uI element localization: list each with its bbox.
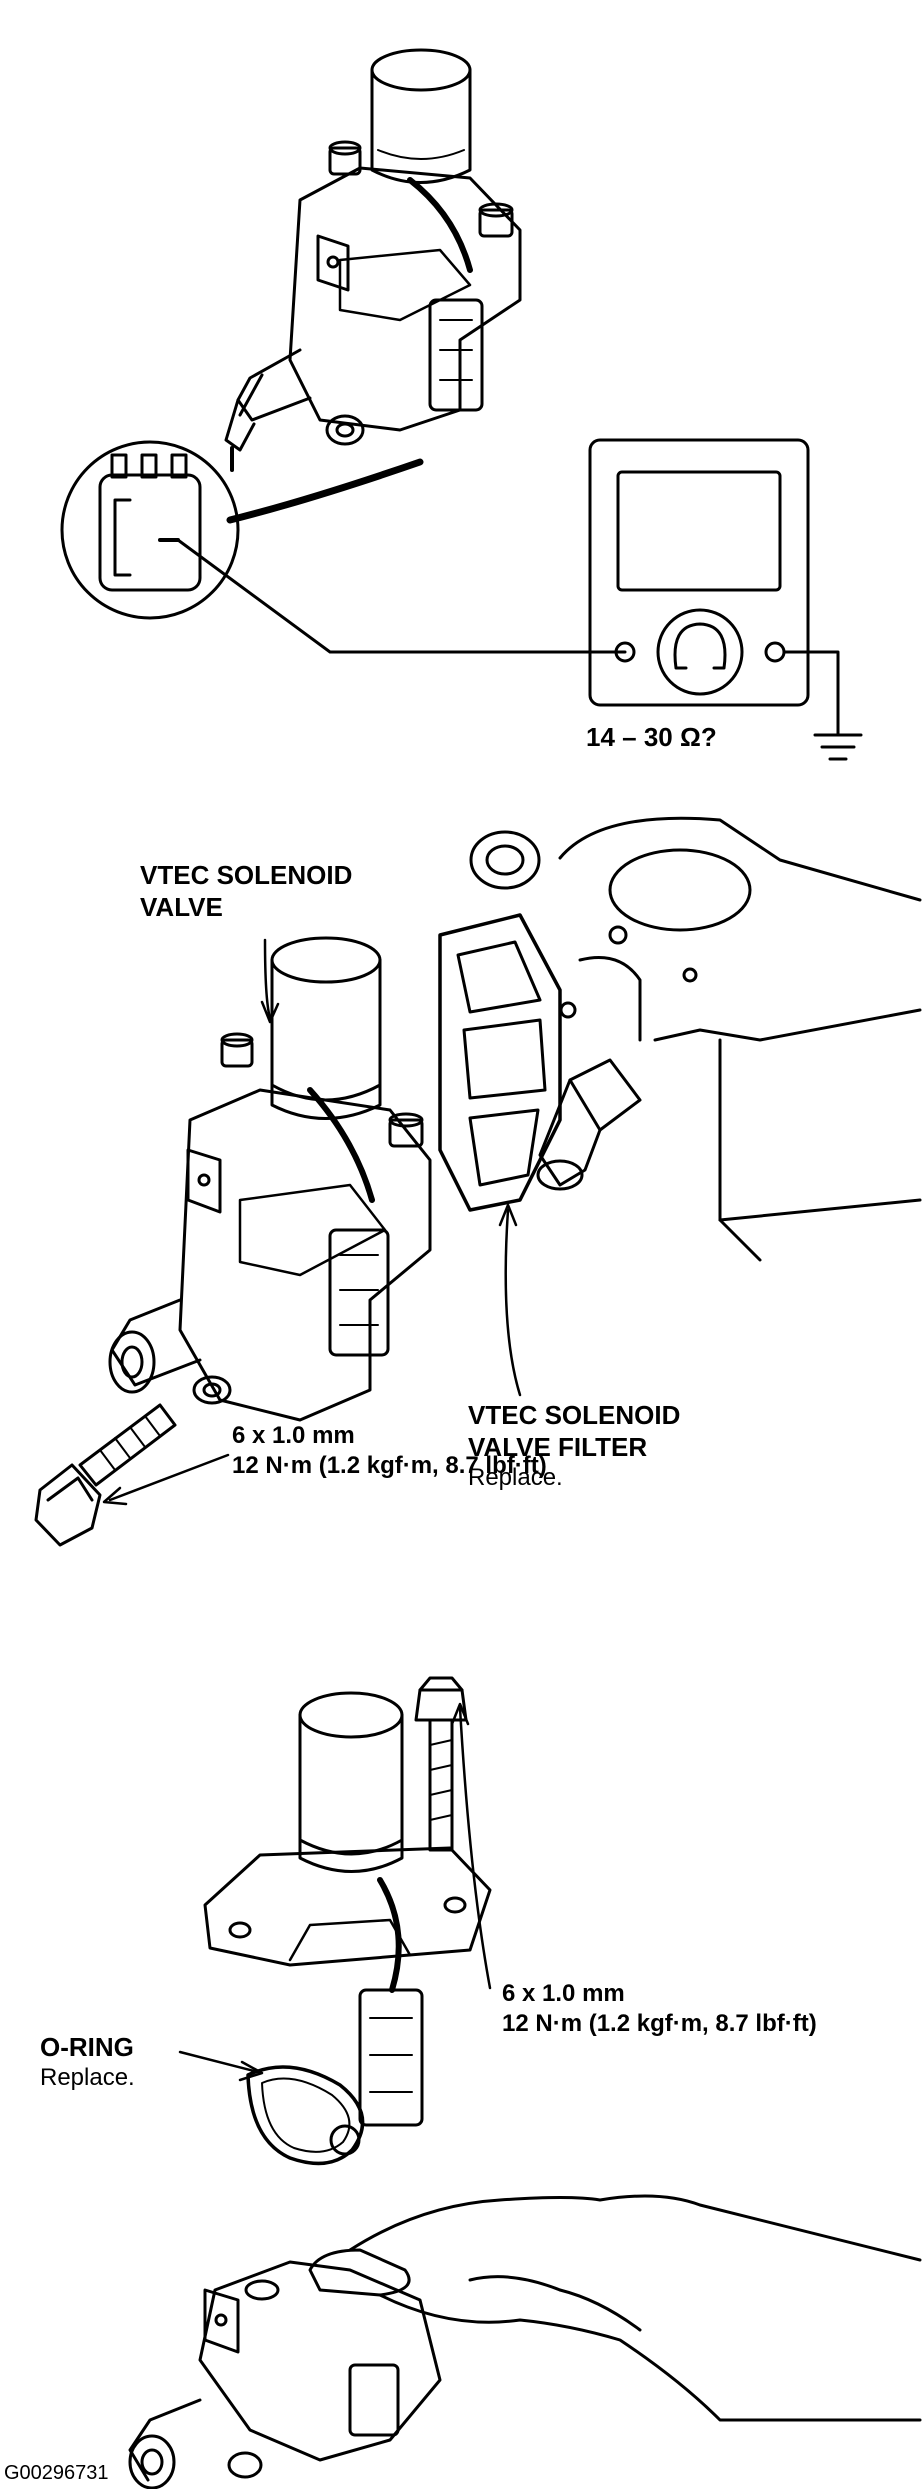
panel-2-leaders xyxy=(102,938,522,1506)
panel-3-leaders xyxy=(178,1702,492,2082)
filter-replace-note: Replace. xyxy=(468,1464,563,1491)
o-ring-replace-note: Replace. xyxy=(40,2064,135,2091)
filter-label-line1: VTEC SOLENOID xyxy=(468,1400,681,1430)
panel-3-bolt xyxy=(414,1676,468,1852)
panel-3-hand xyxy=(308,2194,922,2422)
panel-2-mounting-bolt xyxy=(34,1403,177,1547)
panel-2-solenoid-valve xyxy=(108,936,432,1422)
o-ring-label: O-RING xyxy=(40,2032,134,2062)
panel-3-housing xyxy=(128,2260,442,2489)
panel-1-solenoid-assembly xyxy=(224,48,522,472)
meter-probe-wire xyxy=(176,538,627,654)
meter-reading-label: 14 – 30 Ω? xyxy=(586,722,717,752)
callout-leader xyxy=(226,458,424,524)
ohmmeter-icon xyxy=(588,438,810,707)
panel3-bolt-size: 6 x 1.0 mm xyxy=(502,1980,625,2007)
panel3-bolt-torque: 12 N·m (1.2 kgf·m, 8.7 lbf·ft) xyxy=(502,2010,817,2037)
solenoid-valve-label-line2: VALVE xyxy=(140,892,223,922)
connector-terminal-icon xyxy=(60,440,240,620)
panel-3-o-ring xyxy=(246,2065,365,2166)
panel2-bolt-size: 6 x 1.0 mm xyxy=(232,1422,355,1449)
filter-label-line2: VALVE FILTER xyxy=(468,1432,648,1462)
panel-3-solenoid-flange xyxy=(203,1691,492,2127)
figure-code: G00296731 xyxy=(4,2462,109,2484)
panel-2-cylinder-head xyxy=(469,816,922,1262)
ground-symbol-icon xyxy=(782,650,863,761)
panel2-bolt-torque: 12 N·m (1.2 kgf·m, 8.7 lbf·ft) xyxy=(232,1452,547,1479)
vtec-solenoid-valve-filter xyxy=(438,913,562,1212)
solenoid-valve-label-line1: VTEC SOLENOID xyxy=(140,860,353,890)
